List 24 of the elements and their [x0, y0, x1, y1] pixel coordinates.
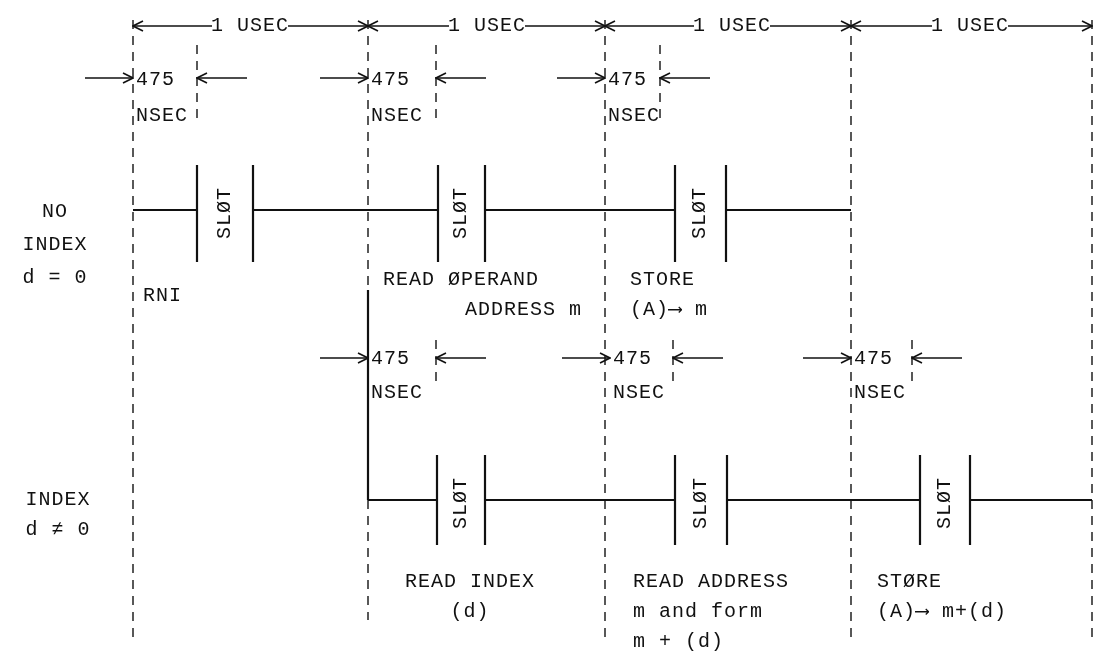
duration-label: 475 NSEC	[136, 67, 188, 129]
duration-label: 1 USEC	[931, 13, 1009, 39]
duration-label: 475 NSEC	[371, 346, 423, 406]
row-label: INDEX d ≠ 0	[25, 487, 91, 543]
row-label: NO INDEX d = 0	[22, 199, 88, 291]
duration-label: 475 NSEC	[854, 346, 906, 406]
step-label: READ ADDRESS m and form m + (d)	[633, 569, 790, 655]
step-label: STORE (A)⟶ m	[630, 267, 709, 323]
duration-label: 475 NSEC	[371, 67, 423, 129]
step-label: STØRE (A)⟶ m+(d)	[877, 569, 1008, 625]
slot-label: SLØT	[691, 477, 711, 529]
step-label: READ INDEX (d)	[405, 569, 535, 625]
duration-label: 475 NSEC	[613, 346, 665, 406]
duration-label: 1 USEC	[693, 13, 771, 39]
duration-label: 1 USEC	[448, 13, 526, 39]
slot-label: SLØT	[215, 187, 235, 239]
slot-label: SLØT	[451, 477, 471, 529]
duration-label: 475 NSEC	[608, 67, 660, 129]
slot-label: SLØT	[690, 187, 710, 239]
slot-label: SLØT	[935, 477, 955, 529]
slot-label: SLØT	[451, 187, 471, 239]
duration-label: 1 USEC	[211, 13, 289, 39]
step-label: RNI	[143, 283, 182, 309]
step-label: READ ØPERAND ADDRESS m	[383, 267, 583, 323]
